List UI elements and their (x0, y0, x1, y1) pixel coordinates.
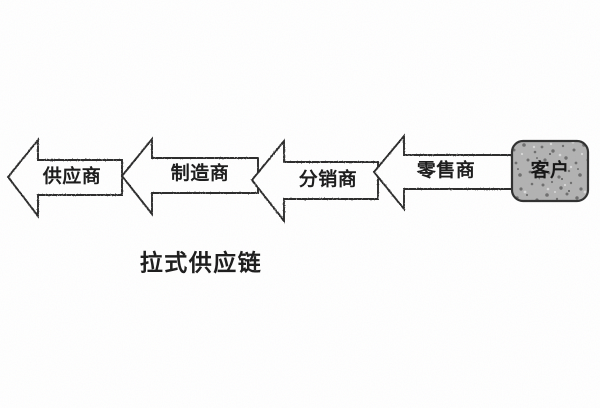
node-label-supplier: 供应商 (42, 165, 102, 188)
node-label-manufacturer: 制造商 (170, 162, 230, 185)
node-label-distributor: 分销商 (298, 168, 358, 191)
node-label-customer: 客户 (530, 159, 570, 182)
node-label-retailer: 零售商 (416, 159, 476, 182)
diagram-caption: 拉式供应链 (139, 250, 263, 277)
